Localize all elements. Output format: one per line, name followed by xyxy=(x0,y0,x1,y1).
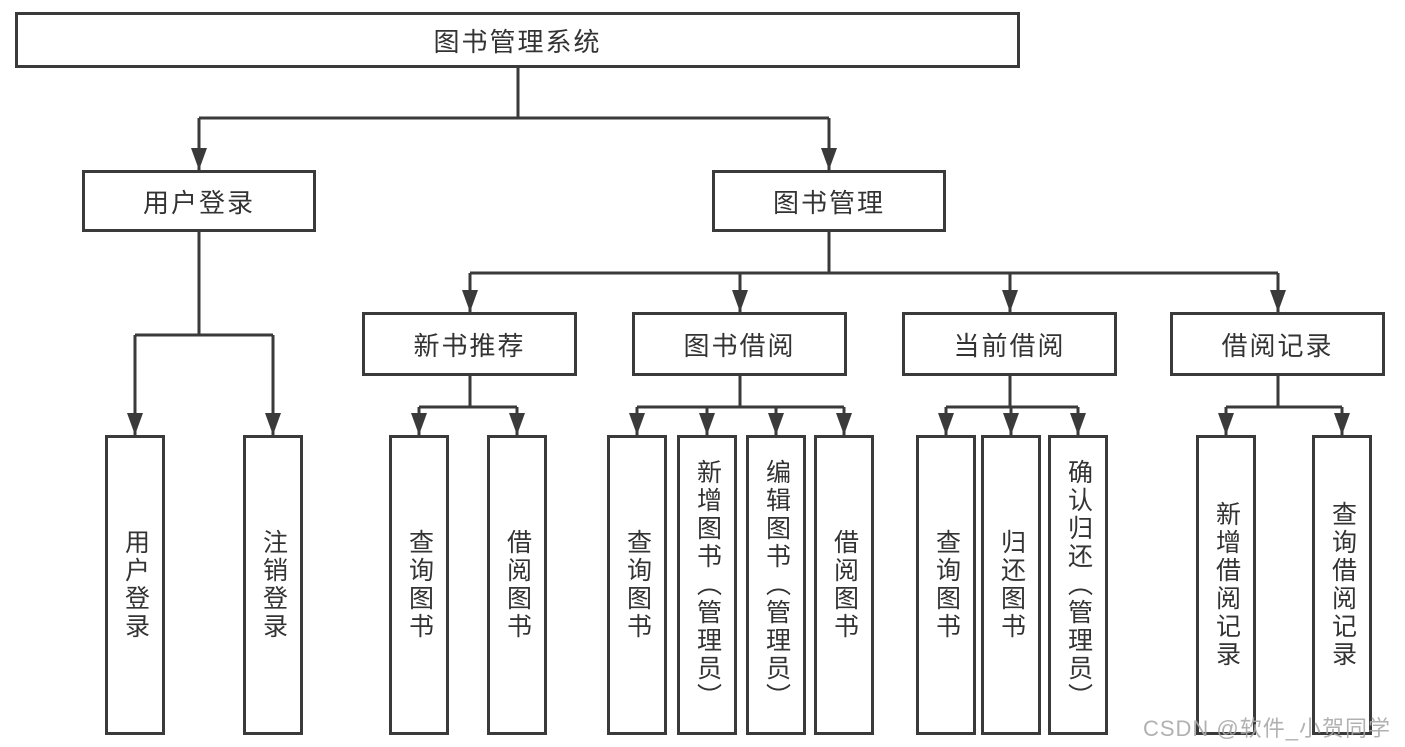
leaf-query-borrow-record-label: 查询借阅记录 xyxy=(1328,501,1357,669)
connector-borrow-to-leaves xyxy=(635,376,846,435)
leaf-borrow-query-books: 查询图书 xyxy=(607,435,667,735)
leaf-newbook-borrow-books-label: 借阅图书 xyxy=(503,529,532,641)
connector-records-to-leaves xyxy=(1224,376,1344,435)
node-user-login: 用户登录 xyxy=(82,170,316,232)
node-new-book-recommend: 新书推荐 xyxy=(362,312,577,376)
leaf-return-books: 归还图书 xyxy=(981,435,1041,735)
leaf-newbook-query-books-label: 查询图书 xyxy=(405,529,434,641)
leaf-user-login: 用户登录 xyxy=(105,435,165,735)
node-book-borrow: 图书借阅 xyxy=(632,312,847,376)
leaf-add-books-admin-label: 新增图书（管理员） xyxy=(693,459,722,711)
leaf-edit-books-admin: 编辑图书（管理员） xyxy=(746,435,806,735)
leaf-confirm-return-admin-label: 确认归还（管理员） xyxy=(1064,459,1093,711)
leaf-logout-label: 注销登录 xyxy=(259,529,288,641)
leaf-newbook-borrow-books: 借阅图书 xyxy=(487,435,547,735)
leaf-add-borrow-record-label: 新增借阅记录 xyxy=(1212,501,1241,669)
leaf-borrow-query-books-label: 查询图书 xyxy=(623,529,652,641)
leaf-confirm-return-admin: 确认归还（管理员） xyxy=(1048,435,1108,735)
leaf-edit-books-admin-label: 编辑图书（管理员） xyxy=(762,459,791,711)
connector-user-login-to-leaves xyxy=(133,232,275,435)
leaf-newbook-query-books: 查询图书 xyxy=(389,435,449,735)
leaf-add-books-admin: 新增图书（管理员） xyxy=(677,435,737,735)
leaf-add-borrow-record: 新增借阅记录 xyxy=(1196,435,1256,735)
connector-newbook-to-leaves xyxy=(417,376,519,435)
leaf-current-query-books-label: 查询图书 xyxy=(932,529,961,641)
leaf-logout: 注销登录 xyxy=(243,435,303,735)
node-current-borrow: 当前借阅 xyxy=(902,312,1117,376)
leaf-current-query-books: 查询图书 xyxy=(916,435,976,735)
leaf-borrow-books-label: 借阅图书 xyxy=(830,529,859,641)
node-book-management: 图书管理 xyxy=(712,170,946,232)
node-library-management-system: 图书管理系统 xyxy=(15,12,1020,68)
leaf-borrow-books: 借阅图书 xyxy=(814,435,874,735)
connector-root-to-level2 xyxy=(197,68,831,170)
connector-book-mgmt-to-level3 xyxy=(468,232,1280,312)
leaf-user-login-label: 用户登录 xyxy=(121,529,150,641)
leaf-return-books-label: 归还图书 xyxy=(997,529,1026,641)
arrowheads xyxy=(127,148,1350,435)
node-borrow-records: 借阅记录 xyxy=(1170,312,1385,376)
leaf-query-borrow-record: 查询借阅记录 xyxy=(1312,435,1372,735)
csdn-watermark: CSDN @软件_小贺同学 xyxy=(1142,716,1391,741)
